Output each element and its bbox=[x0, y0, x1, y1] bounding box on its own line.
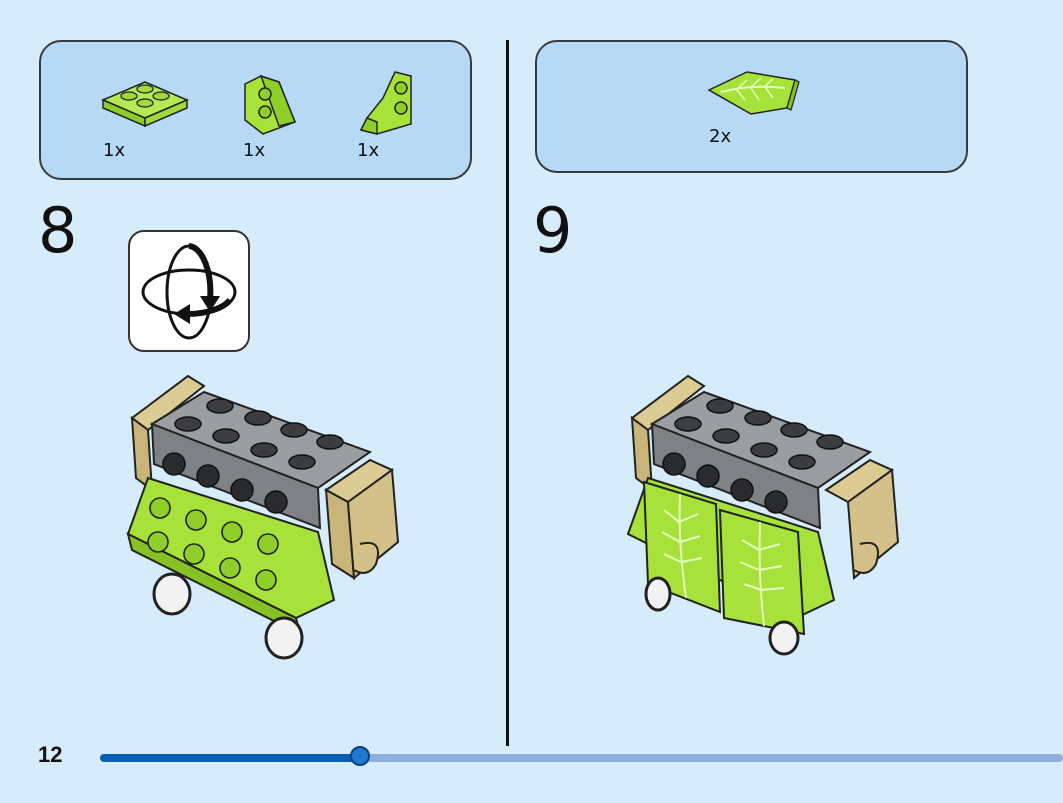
step-number: 8 bbox=[38, 194, 78, 267]
lime-plate-2x2-icon bbox=[101, 81, 189, 128]
part-quantity: 1x bbox=[243, 140, 266, 161]
progress-knob bbox=[350, 746, 370, 766]
progress-fill bbox=[100, 754, 360, 762]
step-divider bbox=[506, 40, 509, 746]
parts-callout-step-9: 2x bbox=[535, 40, 968, 173]
lime-leaf-tile-icon bbox=[707, 71, 800, 115]
step-9-model-illustration bbox=[626, 374, 900, 656]
page-number: 12 bbox=[38, 742, 63, 767]
parts-callout-step-8: 1x 1x 1x bbox=[39, 40, 472, 180]
step-8-model-illustration bbox=[126, 374, 400, 660]
lime-wedge-plate-icon bbox=[244, 74, 297, 135]
progress-track bbox=[100, 754, 1063, 762]
lime-wedge-plate-with-clip-icon bbox=[359, 71, 412, 135]
rotate-model-icon bbox=[128, 230, 250, 352]
part-quantity: 2x bbox=[709, 126, 732, 147]
step-number: 9 bbox=[533, 194, 573, 267]
part-quantity: 1x bbox=[103, 140, 126, 161]
part-quantity: 1x bbox=[357, 140, 380, 161]
